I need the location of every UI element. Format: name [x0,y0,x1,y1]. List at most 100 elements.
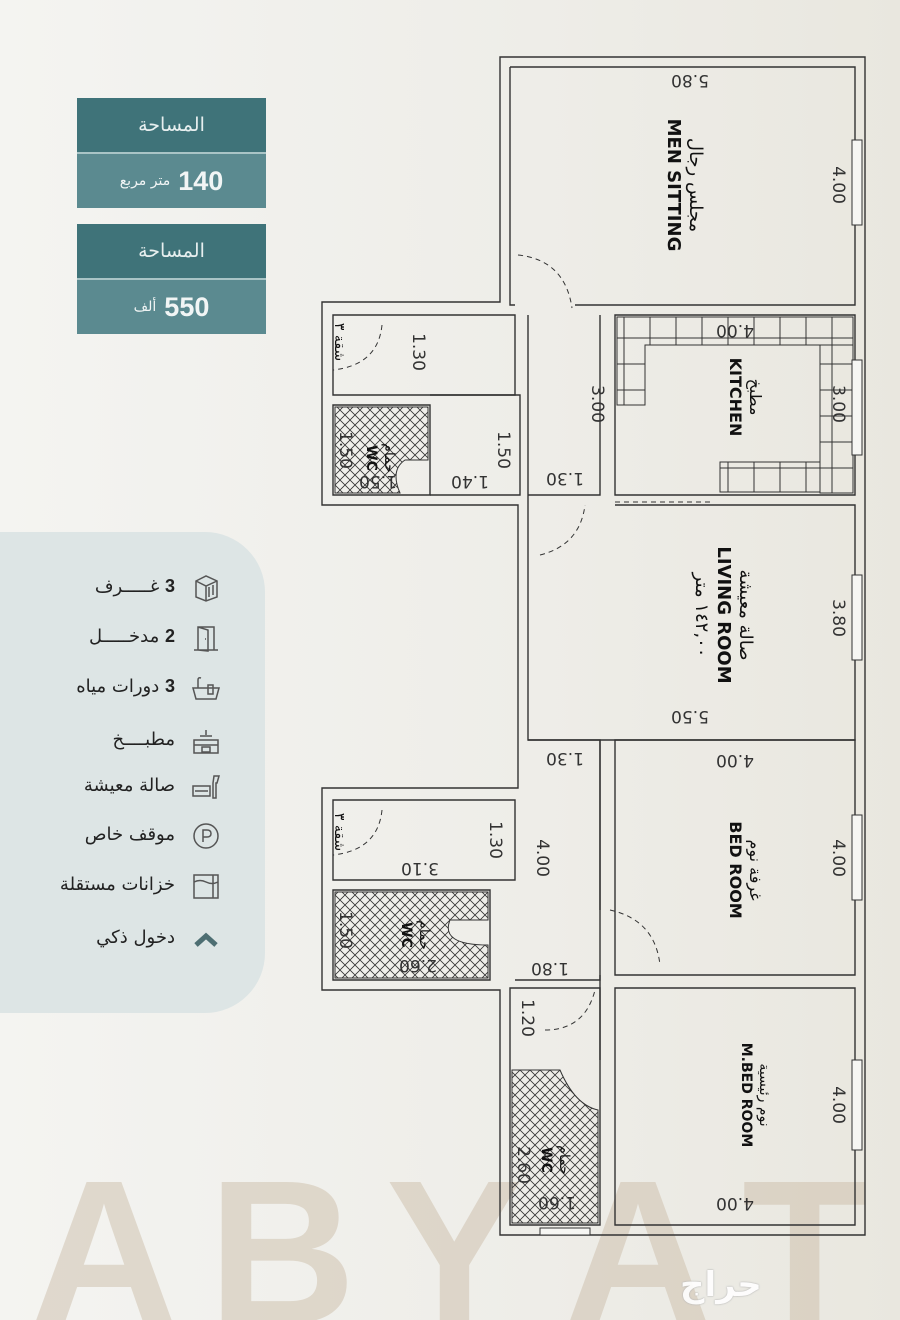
feature-item: صالة معيشة [0,772,265,802]
room-label: غرفة نومBED ROOM [726,821,765,918]
outer-wall [321,56,866,1236]
dimension-label: 1.40 [451,471,489,491]
room-label: صالة معيشةLIVING ROOM١٤٢,٠٠ متر [691,546,756,683]
kitchen-icon [193,730,219,754]
dimension-label: 1.50 [335,431,355,469]
room-label: حمامWC [398,920,432,950]
dimension-label: 1.30 [485,821,505,859]
window [851,1059,863,1151]
wc-floor-2 [334,891,489,979]
feature-item: دخول ذكي [0,924,265,954]
room-label: نوم رئيسيةM.BED ROOM [738,1043,772,1148]
room-label: مجلس رجالMEN SITTING [663,119,706,252]
room-label: شقة ٣ [331,323,347,361]
water-tank-icon [193,874,219,899]
feature-label: 3 غـــــرف [94,576,175,597]
dimension-label: 2.60 [513,1146,533,1184]
dimension-label: 3.00 [587,385,607,423]
dimension-label: 4.00 [716,320,754,340]
door-arc [517,254,573,309]
dimension-label: 1.20 [517,999,537,1037]
door-icon [194,626,218,652]
wall [527,315,856,741]
opening [615,494,710,503]
dimension-label: 1.30 [546,468,584,488]
price-unit: ألف [133,299,157,315]
feature-count: 2 [164,626,175,646]
dimension-label: 1.80 [531,958,569,978]
feature-item: 2 مدخـــــل [0,623,265,653]
dimension-label: 1.50 [493,431,513,469]
feature-count: 3 [164,676,175,696]
wall [614,314,856,496]
door-arc [609,909,661,966]
feature-count: 3 [164,576,175,596]
door-arc [544,989,596,1031]
room-label: شقة ٣ [331,813,347,851]
bathtub-icon [192,677,220,700]
feature-item: موقف خاص [0,821,265,851]
feature-label: مطبــــخ [112,729,175,750]
dimension-label: 4.00 [828,1086,848,1124]
feature-item: خزانات مستقلة [0,871,265,901]
feature-item: 3 غـــــرف [0,573,265,603]
dimension-label: 4.00 [532,839,552,877]
window [851,814,863,901]
price-card: المساحة 550 ألف [77,224,266,334]
door-arc [332,324,383,371]
feature-label: خزانات مستقلة [59,874,175,895]
card-title: المساحة [77,98,266,154]
wall [528,315,601,496]
room-label: حمامWC [363,443,397,473]
dimension-label: 5.80 [671,70,709,90]
area-value: 140 [178,165,224,196]
wall [614,739,856,976]
dimension-label: 3.00 [828,385,848,423]
wc-floor-1 [334,406,429,494]
room-icon [195,575,218,602]
dimension-label: 1.50 [335,911,355,949]
room-label: حمامWC [538,1145,572,1175]
dimension-label: 5.50 [671,706,709,726]
dimension-label: 4.00 [828,166,848,204]
wall [614,987,856,1226]
chevron-up-icon [194,932,218,947]
kitchen-counter [819,344,854,494]
dimension-label: 4.00 [828,839,848,877]
dimension-label: 1.50 [359,471,397,491]
door-arc [539,504,586,556]
wall [515,739,601,981]
dimension-label: 2.60 [399,955,437,975]
window [851,574,863,661]
kitchen-counter [719,461,821,493]
parking-icon [193,823,219,849]
window [851,359,863,456]
card-title: المساحة [77,224,266,280]
feature-label: 3 دورات مياه [76,676,175,697]
dimension-label: 4.00 [716,750,754,770]
feature-label: 2 مدخـــــل [89,626,175,647]
wall [332,799,516,881]
sofa-icon [192,775,220,799]
feature-label: موقف خاص [84,824,175,845]
kitchen-counter [616,316,854,406]
wall [332,889,491,981]
features-panel [0,532,265,1013]
dimension-label: 3.10 [401,858,439,878]
dimension-label: 1.30 [546,748,584,768]
dimension-label: 4.00 [716,1193,754,1213]
window [851,139,863,226]
room-label: مطبخKITCHEN [726,358,765,437]
dimension-label: 1.30 [408,333,428,371]
haraj-logo: حراج [680,1265,762,1305]
dimension-label: 1.60 [538,1192,576,1212]
feature-item: 3 دورات مياه [0,673,265,703]
dimension-label: 3.80 [828,599,848,637]
feature-item: مطبــــخ [0,726,265,756]
wc-floor-3 [511,1069,599,1224]
feature-label: صالة معيشة [83,775,175,796]
price-value: 550 [164,291,210,322]
door-arc [332,809,383,856]
